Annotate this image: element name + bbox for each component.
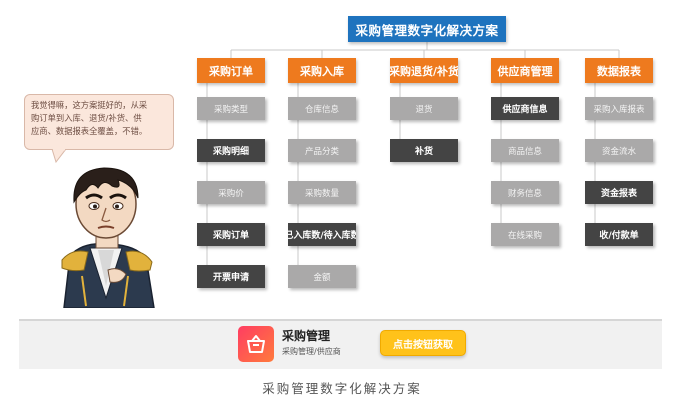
branch-node: 采购入库 bbox=[288, 58, 356, 83]
branch-node: 采购退货/补货 bbox=[390, 58, 458, 83]
leaf-node: 在线采购 bbox=[491, 223, 559, 246]
leaf-node: 已入库数/待入库数 bbox=[288, 223, 356, 246]
leaf-node: 财务信息 bbox=[491, 181, 559, 204]
leaf-node: 采购类型 bbox=[197, 97, 265, 120]
speech-bubble-text: 我觉得嘛，这方案挺好的，从采 购订单到入库、退货/补货、供 应商、数据报表全覆盖… bbox=[31, 100, 148, 136]
leaf-node: 收/付款单 bbox=[585, 223, 653, 246]
leaf-node: 采购数量 bbox=[288, 181, 356, 204]
speech-bubble: 我觉得嘛，这方案挺好的，从采 购订单到入库、退货/补货、供 应商、数据报表全覆盖… bbox=[24, 94, 174, 150]
speech-bubble-tail bbox=[51, 149, 67, 163]
promo-banner bbox=[19, 319, 662, 369]
cartoon-character-illustration bbox=[61, 167, 155, 308]
leaf-node: 商品信息 bbox=[491, 139, 559, 162]
leaf-node: 采购订单 bbox=[197, 223, 265, 246]
branch-node: 供应商管理 bbox=[491, 58, 559, 83]
leaf-node: 供应商信息 bbox=[491, 97, 559, 120]
leaf-node: 资金流水 bbox=[585, 139, 653, 162]
leaf-node: 补货 bbox=[390, 139, 458, 162]
branch-node: 采购订单 bbox=[197, 58, 265, 83]
leaf-node: 采购入库报表 bbox=[585, 97, 653, 120]
leaf-node: 产品分类 bbox=[288, 139, 356, 162]
leaf-node: 开票申请 bbox=[197, 265, 265, 288]
branch-node: 数据报表 bbox=[585, 58, 653, 83]
leaf-node: 采购价 bbox=[197, 181, 265, 204]
leaf-node: 资金报表 bbox=[585, 181, 653, 204]
shopping-basket-icon bbox=[238, 326, 274, 362]
leaf-node: 仓库信息 bbox=[288, 97, 356, 120]
root-node: 采购管理数字化解决方案 bbox=[348, 16, 506, 42]
product-title: 采购管理 bbox=[282, 329, 331, 343]
leaf-node: 采购明细 bbox=[197, 139, 265, 162]
leaf-node: 退货 bbox=[390, 97, 458, 120]
image-caption: 采购管理数字化解决方案 bbox=[262, 381, 422, 396]
leaf-node: 金额 bbox=[288, 265, 356, 288]
get-button[interactable]: 点击按钮获取 bbox=[380, 330, 466, 356]
product-subtitle: 采购管理/供应商 bbox=[282, 347, 341, 356]
